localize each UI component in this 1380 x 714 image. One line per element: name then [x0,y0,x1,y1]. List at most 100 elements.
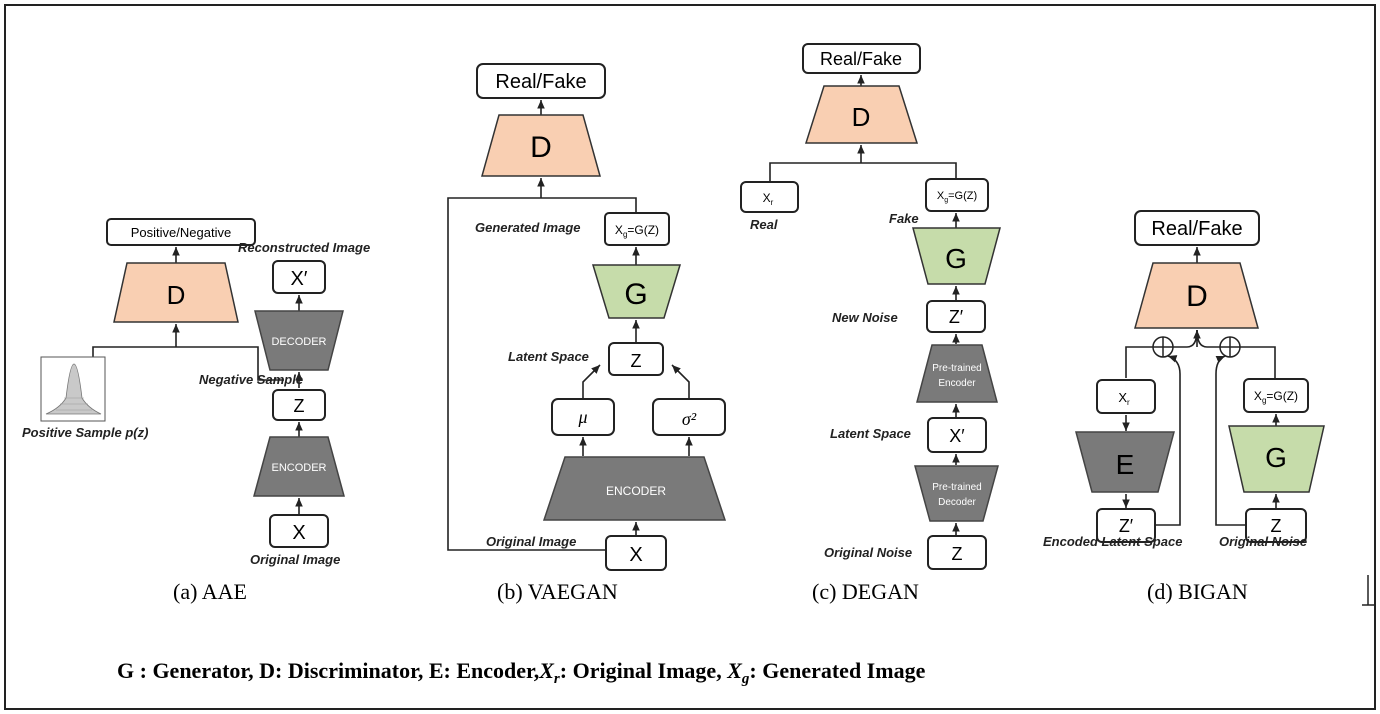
bigan-output-text: Real/Fake [1151,218,1242,240]
aae-xprime-box [272,260,326,294]
aae-encoder-text: ENCODER [271,462,326,474]
degan-generator [912,227,1001,285]
bigan-e-text: E [1116,449,1135,480]
vaegan-sigma-box [652,398,726,436]
vaegan-x-text: X [629,544,642,566]
aae-discriminator [113,262,239,323]
vaegan-gen-label: Generated Image [475,220,581,235]
degan-caption: (c) DEGAN [812,579,919,604]
vaegan-z-text: Z [631,351,642,371]
legend-part-3: : Generated Image [749,658,925,683]
aae-xprime-text: X′ [290,268,307,290]
bigan-discriminator [1134,262,1259,329]
bigan-enc-latent-label: Encoded Latent Space [1043,534,1182,549]
panel-degan: Real/Fake D Xr Real Xg=G(Z) Fake G New N… [740,43,1001,604]
degan-z-text: Z [952,544,963,564]
aae-x-box [269,514,329,548]
degan-dec-text-2: Decoder [938,497,976,508]
degan-xg-text: Xg=G(Z) [937,190,977,204]
figure-border [4,4,1376,710]
degan-zprime-box [926,300,986,333]
vaegan-output-box [476,63,606,99]
degan-latent-label: Latent Space [830,426,911,441]
aae-x-text: X [292,522,305,544]
aae-caption: (a) AAE [173,579,247,604]
vaegan-mu-text: μ [577,407,587,427]
aae-decoder-text: DECODER [271,336,326,348]
panel-vaegan: Real/Fake D Generated Image Xg=G(Z) G La… [447,63,727,604]
legend-xg: X [726,658,743,683]
legend-xg-sub: g [741,671,750,687]
degan-xprime-text: X′ [949,426,965,446]
bigan-encoder [1075,431,1175,493]
degan-xprime-box [927,417,987,453]
vaegan-mu-box [551,398,615,436]
legend-xr: X [538,658,555,683]
degan-output-text: Real/Fake [820,49,902,69]
aae-z-text: Z [294,396,305,416]
panel-aae: Positive/Negative D Positive Sample p(z)… [22,218,370,604]
degan-xr-text: Xr [763,191,774,207]
vaegan-d-text: D [530,131,552,164]
legend-xr-sub: r [554,671,560,687]
vaegan-caption: (b) VAEGAN [497,579,618,604]
degan-orig-noise-label: Original Noise [824,545,912,560]
bigan-caption: (d) BIGAN [1147,579,1248,604]
degan-d-text: D [852,102,871,132]
bigan-oplus-left [1152,336,1174,358]
degan-xr-box [740,181,799,213]
degan-zprime-text: Z′ [949,307,964,327]
aae-orig-label: Original Image [250,552,340,567]
bigan-xr-text: Xr [1118,390,1130,407]
degan-real-label: Real [750,217,778,232]
degan-discriminator [804,85,919,144]
legend-text: G : Generator, D: Discriminator, E: Enco… [117,658,926,687]
vaegan-encoder-text: ENCODER [606,484,666,498]
legend-part-1: G : Generator, D: Discriminator, E: Enco… [117,658,539,683]
degan-fake-label: Fake [889,211,919,226]
aae-recon-label: Reconstructed Image [238,240,370,255]
degan-dec-text-1: Pre-trained [932,482,981,493]
vaegan-latent-label: Latent Space [508,349,589,364]
degan-enc-text-1: Pre-trained [932,363,981,374]
aae-d-text: D [167,280,186,310]
bigan-xr-box [1096,379,1156,414]
degan-output-box [802,43,921,74]
bigan-xg-box [1243,378,1309,413]
bigan-z-text: Z [1271,516,1282,536]
bigan-generator [1228,425,1325,493]
vaegan-discriminator [481,114,601,177]
vaegan-xg-text: Xg=G(Z) [615,223,659,239]
bigan-g-text: G [1265,442,1287,473]
degan-z-box [927,535,987,570]
aae-positive-label: Positive Sample p(z) [22,425,148,440]
degan-decoder [914,465,999,522]
vaegan-generator [591,264,682,319]
degan-g-text: G [945,243,967,274]
bigan-output-box [1134,210,1260,246]
aae-positive-sample-image [40,356,106,422]
degan-enc-text-2: Encoder [938,378,976,389]
vaegan-z-box [608,342,664,376]
legend-part-2: : Original Image, [560,658,727,683]
aae-output-text: Positive/Negative [131,225,231,240]
bigan-d-text: D [1186,280,1208,313]
panel-bigan: Real/Fake D Xr E Z′ Encoded Latent Space [1043,210,1325,604]
vaegan-orig-label: Original Image [486,534,576,549]
vaegan-g-text: G [624,278,647,311]
degan-xg-box [925,178,989,212]
vaegan-skip-line [447,197,637,551]
bigan-orig-noise-label: Original Noise [1219,534,1307,549]
bigan-xg-text: Xg=G(Z) [1254,389,1298,405]
bigan-oplus-right [1219,336,1241,358]
degan-encoder [916,344,998,403]
aae-output-box [106,218,256,246]
vaegan-output-text: Real/Fake [495,71,586,93]
aae-encoder [253,436,345,497]
vaegan-sigma-text: σ² [682,409,697,429]
bigan-zprime-text: Z′ [1119,516,1134,536]
aae-z-box [272,389,326,421]
degan-new-noise-label: New Noise [832,310,898,325]
vaegan-x-box [605,535,667,571]
